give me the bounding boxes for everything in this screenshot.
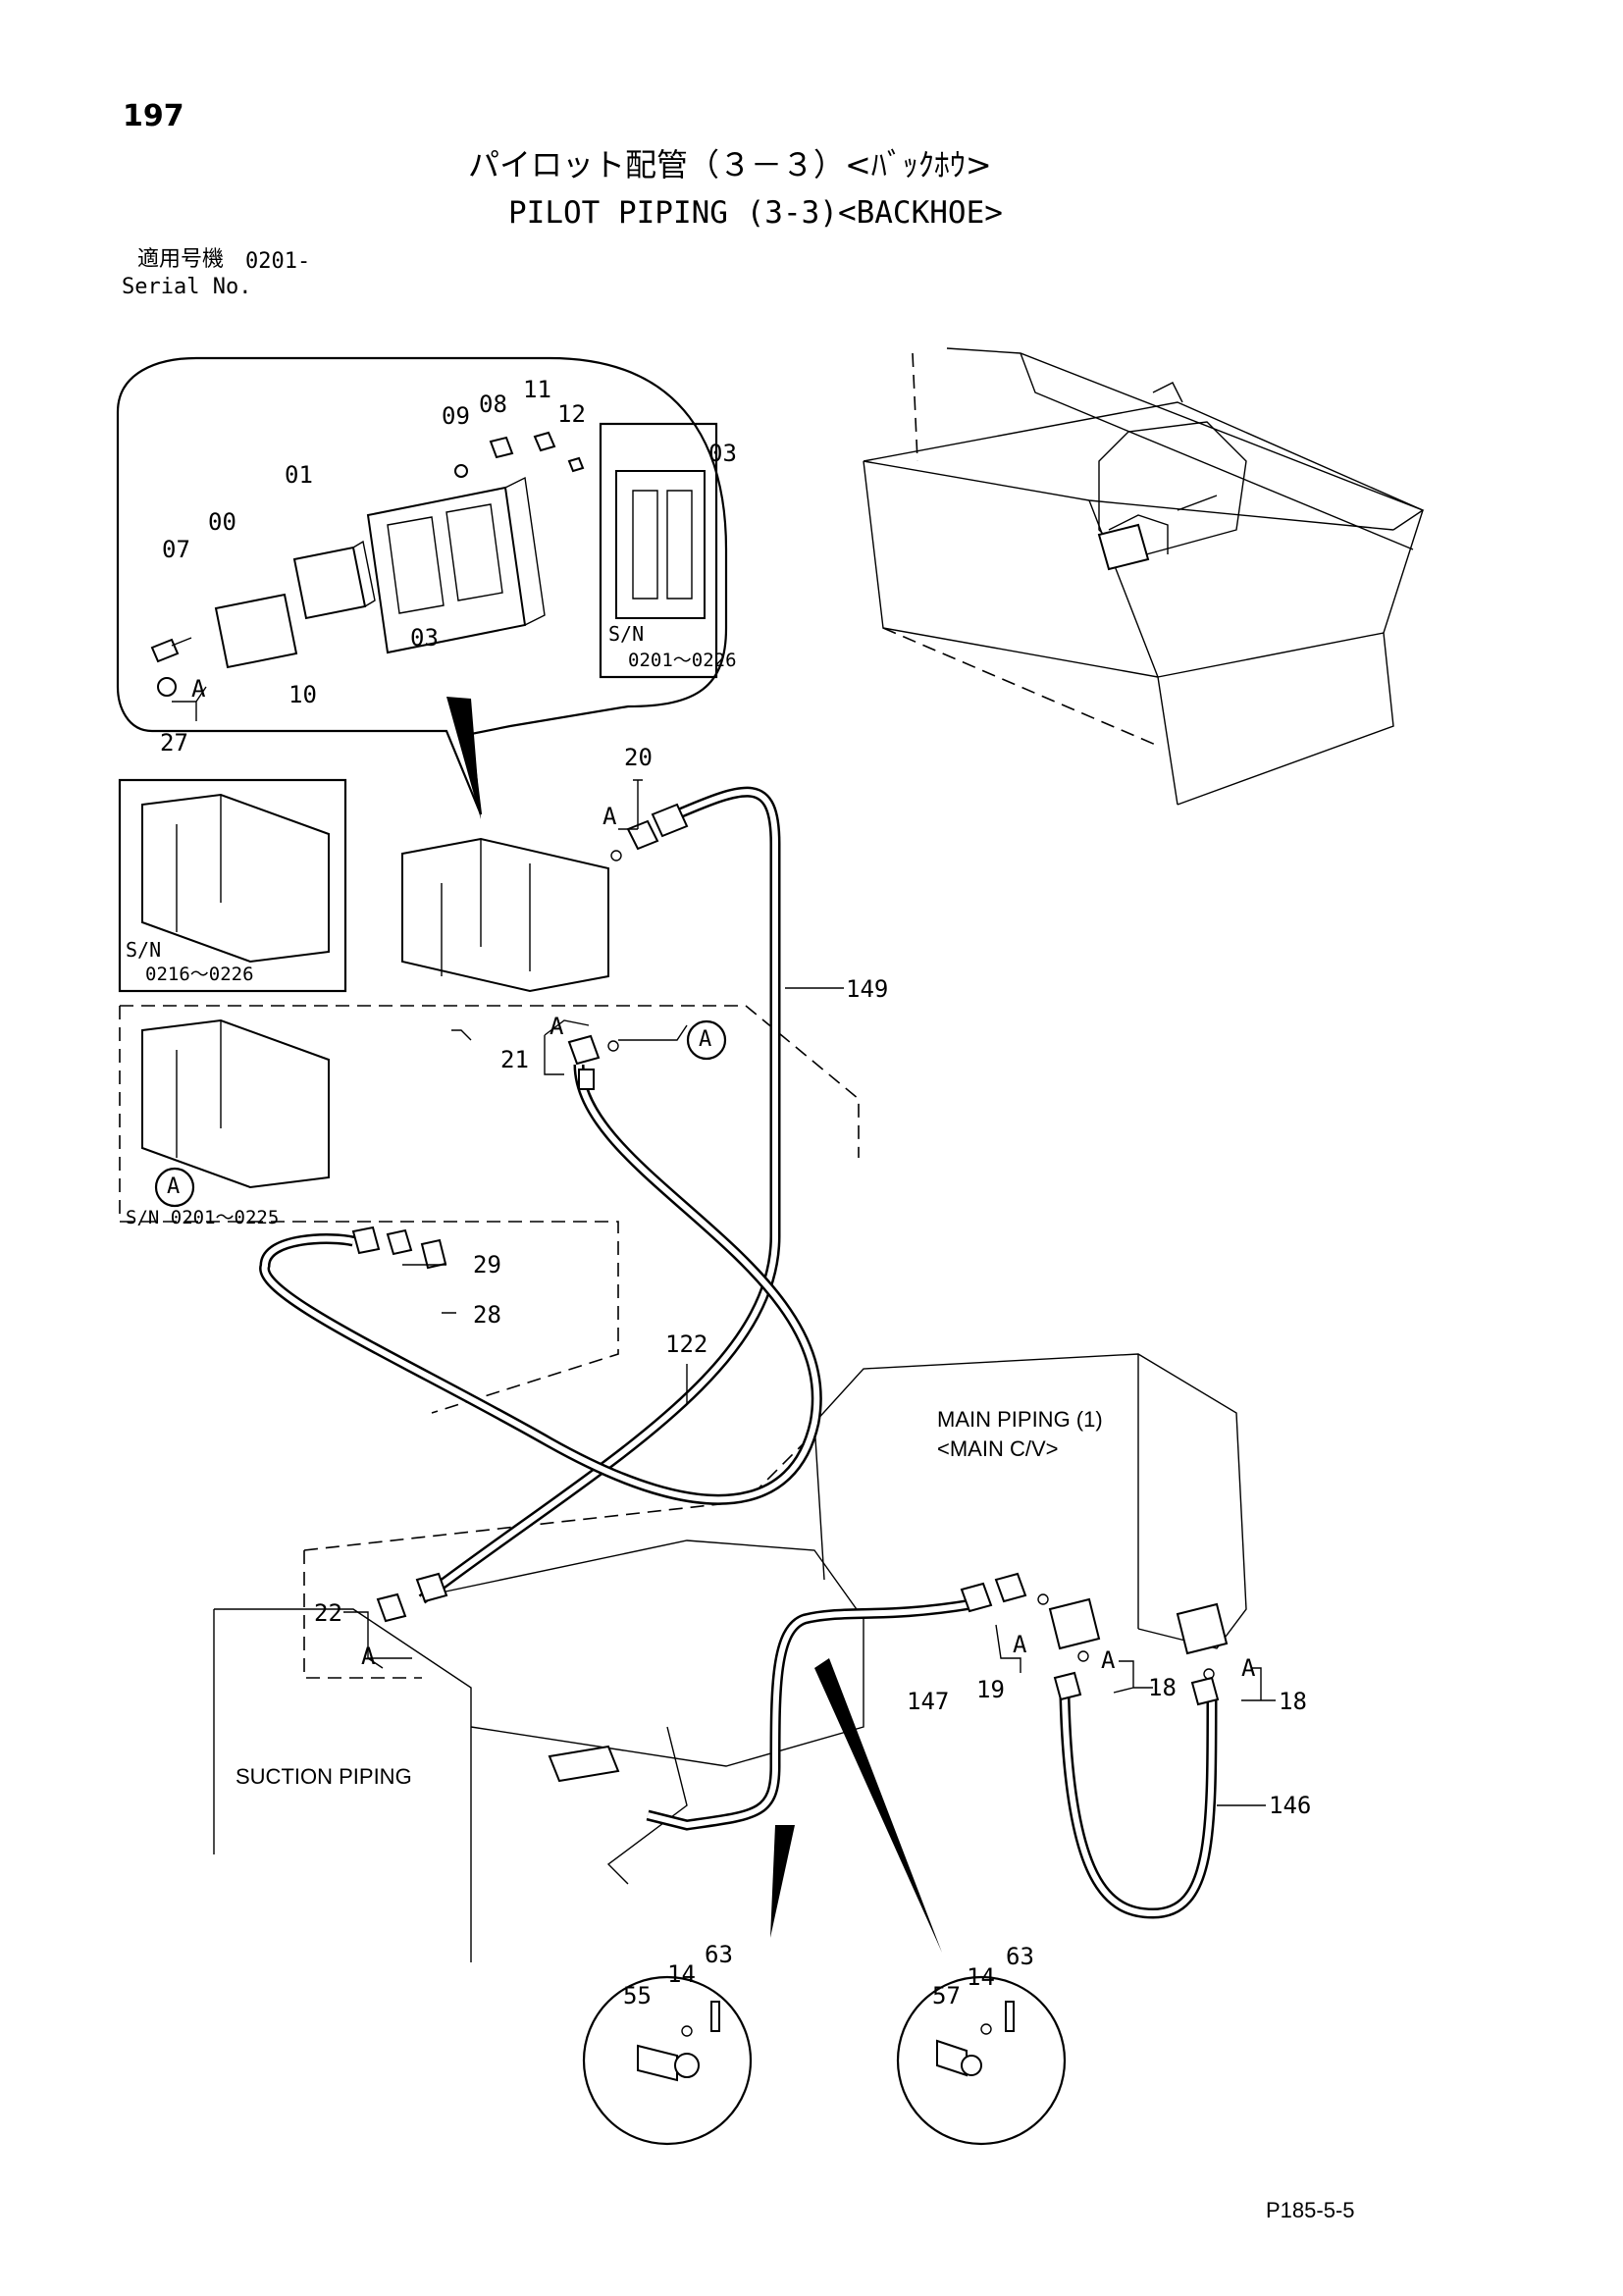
callout-21-ref: A bbox=[550, 1013, 564, 1040]
callout-18-left-ref: A bbox=[1101, 1646, 1116, 1674]
circle-refs bbox=[154, 1019, 727, 1208]
machine-overview-sketch bbox=[863, 347, 1425, 806]
title-japanese: パイロット配管（３－３）<ﾊﾞｯｸﾎｳ> bbox=[468, 146, 992, 183]
callout-20-ref: A bbox=[602, 803, 617, 830]
clamp1-label-63: 63 bbox=[705, 1941, 733, 1968]
serial-value: 0201- bbox=[245, 249, 311, 274]
part-label-10: 10 bbox=[288, 681, 317, 708]
callout-18-left: 18 bbox=[1148, 1674, 1177, 1701]
callout-19-ref: A bbox=[1013, 1631, 1027, 1658]
fittings bbox=[351, 803, 1229, 1706]
part-label-a: A bbox=[191, 675, 206, 703]
detail-inset bbox=[116, 356, 728, 819]
serial-label-english: Serial No. bbox=[122, 275, 252, 299]
clamp-leaders bbox=[770, 1658, 942, 1953]
footer-code: P185-5-5 bbox=[1266, 2198, 1355, 2222]
variant-box-0201 bbox=[119, 1005, 860, 1414]
callout-149: 149 bbox=[846, 975, 889, 1003]
sub-inset-sn-label: S/N bbox=[608, 622, 645, 646]
pilot-valve-assembly bbox=[401, 837, 609, 993]
sub-inset-sn-range: 0201～0226 bbox=[628, 650, 737, 671]
part-label-08: 08 bbox=[479, 391, 507, 418]
part-label-12: 12 bbox=[557, 400, 586, 428]
part-label-00: 00 bbox=[208, 508, 236, 536]
clamp1-label-55: 55 bbox=[623, 1982, 652, 2009]
part-label-11: 11 bbox=[523, 376, 551, 403]
callout-19: 19 bbox=[976, 1676, 1005, 1703]
hoses bbox=[259, 786, 1218, 1919]
clamp-details bbox=[582, 1975, 1067, 2146]
clamp2-label-57: 57 bbox=[932, 1982, 961, 2009]
callout-29: 29 bbox=[473, 1251, 501, 1278]
callout-147: 147 bbox=[907, 1688, 950, 1715]
sub-inset-part-03: 03 bbox=[708, 440, 737, 467]
callout-21: 21 bbox=[500, 1046, 529, 1073]
part-label-09: 09 bbox=[442, 402, 470, 430]
note-suction-piping: SUCTION PIPING bbox=[236, 1764, 412, 1789]
sub-inset-frame bbox=[599, 422, 718, 679]
variant-0201-sn-text: S/N 0201～0225 bbox=[126, 1207, 280, 1228]
leader-lines bbox=[172, 686, 1276, 1806]
variant-0216-sn-range: 0216～0226 bbox=[145, 964, 254, 985]
callout-18-right-ref: A bbox=[1241, 1654, 1256, 1682]
callout-122: 122 bbox=[665, 1331, 708, 1358]
clamp2-label-14: 14 bbox=[967, 1963, 995, 1991]
part-label-01: 01 bbox=[285, 461, 313, 489]
note-main-piping-line1: MAIN PIPING (1) bbox=[937, 1407, 1103, 1432]
callout-28: 28 bbox=[473, 1301, 501, 1329]
serial-label-japanese: 適用号機 bbox=[137, 247, 225, 272]
clamp1-label-14: 14 bbox=[667, 1960, 696, 1988]
part-label-27: 27 bbox=[160, 729, 188, 757]
callout-22: 22 bbox=[314, 1599, 342, 1627]
clamp2-label-63: 63 bbox=[1006, 1943, 1034, 1970]
callout-18-right: 18 bbox=[1279, 1688, 1307, 1715]
part-label-03: 03 bbox=[410, 624, 439, 652]
callout-22-ref: A bbox=[361, 1643, 376, 1670]
callout-21-circle: A bbox=[699, 1027, 712, 1052]
part-label-07: 07 bbox=[162, 536, 190, 563]
title-english: PILOT PIPING (3-3)<BACKHOE> bbox=[508, 195, 1003, 231]
variant-box-0216 bbox=[118, 778, 347, 993]
callout-20: 20 bbox=[624, 744, 653, 771]
note-main-piping-line2: <MAIN C/V> bbox=[937, 1436, 1059, 1461]
callout-146: 146 bbox=[1269, 1792, 1312, 1819]
variant-0216-sn-label: S/N bbox=[126, 938, 162, 962]
page-number: 197 bbox=[123, 99, 184, 133]
variant-0201-circle-ref: A bbox=[167, 1174, 181, 1199]
